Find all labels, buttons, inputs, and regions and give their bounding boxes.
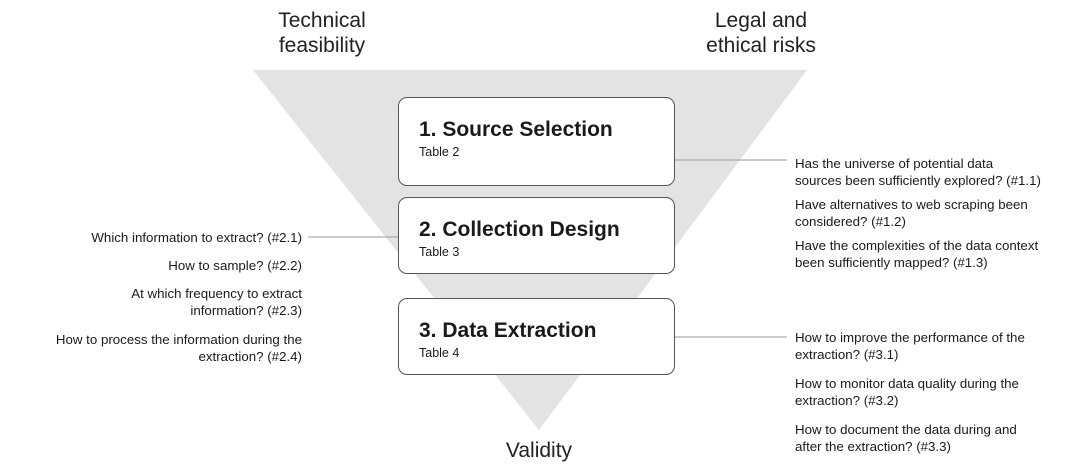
question-3-3: How to document the data during and afte… [795, 422, 1017, 454]
question-2-4: How to process the information during th… [55, 332, 302, 364]
stage-table-ref: Table 3 [419, 245, 460, 259]
stage-title: 1. Source Selection [419, 118, 613, 141]
stage-table-ref: Table 4 [419, 346, 460, 360]
label-technical-feasibility: Technical feasibility [278, 9, 366, 57]
stage-data-extraction: 3. Data Extraction Table 4 [398, 298, 675, 375]
stage-title: 3. Data Extraction [419, 319, 597, 342]
question-3-2: How to monitor data quality during the e… [795, 376, 1019, 408]
question-2-1: Which information to extract? (#2.1) [91, 230, 302, 245]
question-2-3: At which frequency to extract informatio… [131, 286, 302, 318]
question-2-2: How to sample? (#2.2) [168, 258, 302, 273]
question-3-1: How to improve the performance of the ex… [795, 330, 1025, 362]
stage-title: 2. Collection Design [419, 218, 620, 241]
stage-collection-design: 2. Collection Design Table 3 [398, 197, 675, 274]
question-1-1: Has the universe of potential data sourc… [795, 156, 1041, 188]
stage-source-selection: 1. Source Selection Table 2 [398, 97, 675, 186]
label-legal-ethical-risks: Legal and ethical risks [706, 9, 816, 57]
question-1-2: Have alternatives to web scraping been c… [795, 197, 1028, 229]
stage-table-ref: Table 2 [419, 145, 460, 159]
question-1-3: Have the complexities of the data contex… [795, 238, 1039, 270]
label-validity: Validity [505, 439, 573, 462]
